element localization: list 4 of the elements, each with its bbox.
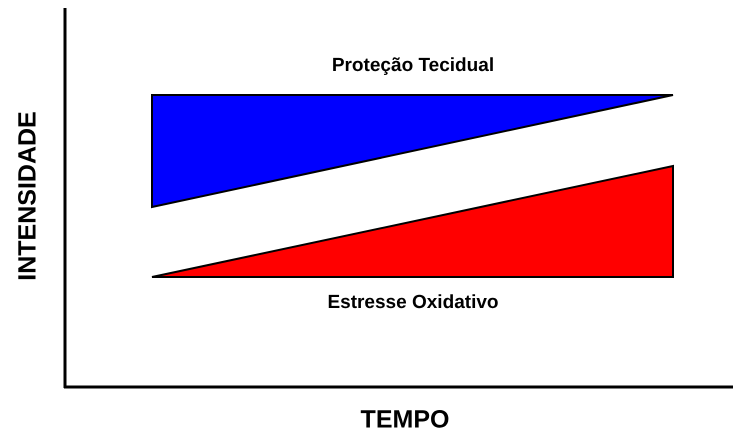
series-label: Estresse Oxidativo	[327, 292, 499, 314]
axis-title: INTENSIDADE	[14, 111, 42, 281]
axis-title: TEMPO	[360, 406, 450, 434]
series-label: Proteção Tecidual	[332, 55, 494, 77]
